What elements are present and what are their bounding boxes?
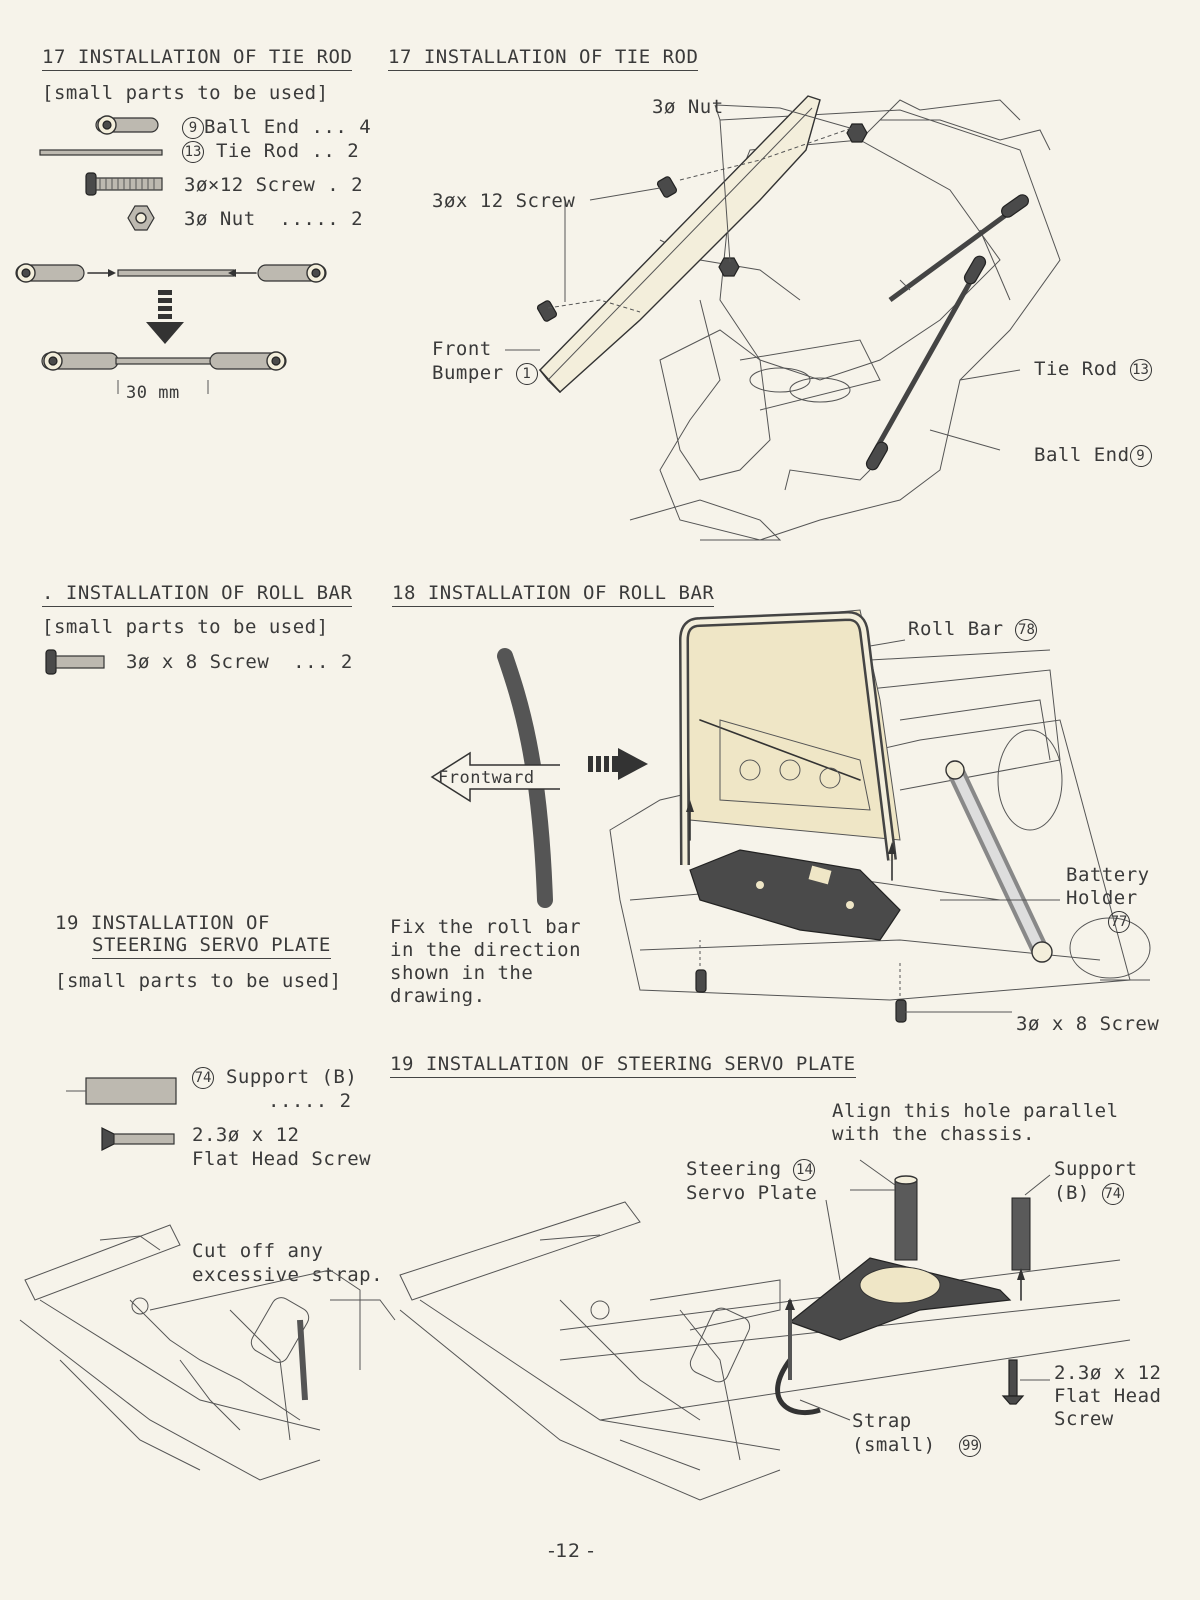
section-19-heading-left-line1: 19 INSTALLATION OF	[55, 912, 270, 934]
roll-bar-note-line3: shown in the	[390, 962, 534, 984]
part-flat-screw-line1: 2.3ø x 12	[192, 1124, 300, 1146]
flat-head-screw-icon	[101, 1127, 175, 1151]
callout-bumper: Bumper 1	[432, 362, 538, 385]
right-arrow-icon	[588, 748, 648, 780]
section-18-diagram	[45, 609, 1151, 1023]
section-17-parts-icons	[15, 115, 327, 394]
support-b-icon	[1011, 1197, 1031, 1271]
part-tie-rod: 13 Tie Rod .. 2	[182, 140, 359, 163]
callout-align-line2: with the chassis.	[832, 1123, 1035, 1145]
roll-bar-side-icon	[497, 648, 553, 908]
flat-head-screw-icon	[1001, 1359, 1025, 1405]
screw-icon	[45, 649, 105, 675]
screw-icon	[536, 176, 678, 322]
steering-servo-plate-icon	[788, 1175, 1012, 1341]
section-19-parts-title: [small parts to be used]	[55, 970, 342, 992]
tie-rod-icon	[865, 194, 1029, 471]
roll-bar-icon	[678, 609, 901, 866]
callout-screw-line1: 2.3ø x 12	[1054, 1362, 1162, 1384]
callout-battery-line2: Holder	[1066, 887, 1138, 909]
nut-icon	[127, 205, 155, 231]
callout-support-line2: (B) 74	[1054, 1182, 1124, 1205]
chassis-left-outline	[19, 1224, 396, 1481]
callout-battery-num: 77	[1108, 910, 1130, 933]
section-19-diagram	[19, 1077, 1131, 1501]
callout-plate-line1: Steering 14	[686, 1158, 816, 1181]
tie-rod-assembly-icon	[15, 263, 327, 283]
callout-screw-line3: Screw	[1054, 1408, 1114, 1430]
callout-screw: 3øx 12 Screw	[432, 190, 576, 212]
front-bumper-icon	[539, 95, 821, 393]
callout-roll-bar-screw: 3ø x 8 Screw	[1016, 1013, 1160, 1035]
section-18-parts-title: [small parts to be used]	[42, 616, 329, 638]
section-17-parts-title: [small parts to be used]	[42, 82, 329, 104]
part-nut: 3ø Nut ..... 2	[184, 208, 364, 230]
section-17-heading-right: 17 INSTALLATION OF TIE ROD	[388, 46, 699, 71]
part-flat-screw-line2: Flat Head Screw	[192, 1148, 372, 1170]
section-17-heading-left: 17 INSTALLATION OF TIE ROD	[42, 46, 353, 71]
section-18-heading-right: 18 INSTALLATION OF ROLL BAR	[392, 582, 715, 607]
callout-strap-line1: Strap	[852, 1410, 912, 1432]
callout-align-line1: Align this hole parallel	[832, 1100, 1119, 1122]
callout-battery-line1: Battery	[1066, 864, 1150, 886]
tie-rod-assembled-icon	[41, 351, 287, 394]
callout-screw-line2: Flat Head	[1054, 1385, 1162, 1407]
section-19-heading-right: 19 INSTALLATION OF STEERING SERVO PLATE	[390, 1053, 856, 1078]
nut-icon	[718, 123, 868, 277]
battery-holder-icon	[689, 849, 901, 941]
shock-absorber-icon	[945, 760, 1053, 963]
down-arrow-icon	[146, 290, 184, 344]
callout-support-line1: Support	[1054, 1158, 1138, 1180]
callout-bumper-line1: Front	[432, 338, 492, 360]
tie-rod-icon	[39, 149, 163, 156]
callout-plate-line2: Servo Plate	[686, 1182, 818, 1204]
cut-note-line1: Cut off any	[192, 1240, 324, 1262]
section-17-diagram	[505, 95, 1061, 541]
part-roll-bar-screw: 3ø x 8 Screw ... 2	[126, 651, 353, 673]
section-18-heading-left: . INSTALLATION OF ROLL BAR	[42, 582, 353, 607]
section-19-heading-left-line2: STEERING SERVO PLATE	[92, 934, 331, 959]
callout-nut: 3ø Nut	[652, 96, 724, 118]
part-support-b: 74 Support (B)	[192, 1066, 357, 1089]
screw-icon	[85, 172, 163, 196]
roll-bar-note-line4: drawing.	[390, 985, 486, 1007]
strap-icon	[775, 1298, 821, 1416]
part-support-b-qty: ..... 2	[268, 1090, 352, 1112]
callout-roll-bar: Roll Bar 78	[908, 618, 1038, 641]
screw-icon	[695, 969, 907, 1023]
frontward-label: Frontward	[438, 768, 535, 788]
page-number: -12 -	[548, 1540, 595, 1562]
callout-strap-line2: (small) 99	[852, 1434, 982, 1457]
ball-end-icon	[95, 115, 159, 135]
part-screw: 3ø×12 Screw . 2	[184, 174, 364, 196]
dimension-30mm: 30 mm	[126, 383, 180, 403]
roll-bar-note-line2: in the direction	[390, 939, 582, 961]
callout-tie-rod: Tie Rod 13	[1034, 358, 1152, 381]
cut-note-line2: excessive strap.	[192, 1264, 384, 1286]
support-b-icon	[66, 1077, 177, 1105]
roll-bar-note-line1: Fix the roll bar	[390, 916, 582, 938]
frontward-arrow-icon	[430, 751, 560, 803]
